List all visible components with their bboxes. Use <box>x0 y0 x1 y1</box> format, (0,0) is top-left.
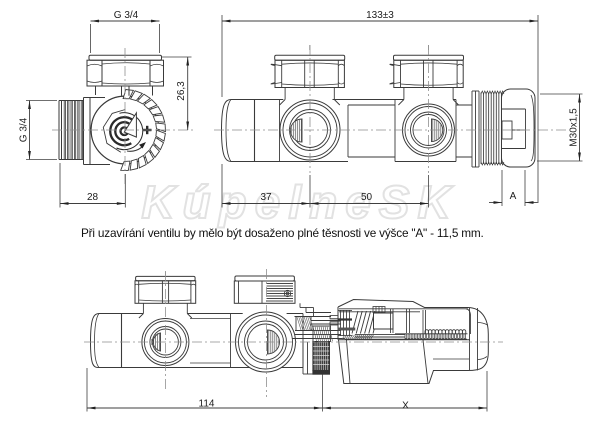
svg-text:X: X <box>402 400 409 411</box>
svg-text:M30x1,5: M30x1,5 <box>569 108 580 147</box>
svg-text:28: 28 <box>87 192 99 203</box>
svg-text:A: A <box>510 191 517 202</box>
svg-text:KúpelneSK: KúpelneSK <box>141 176 458 228</box>
svg-text:G 3/4: G 3/4 <box>114 10 139 21</box>
svg-text:G 3/4: G 3/4 <box>19 117 30 142</box>
svg-text:50: 50 <box>361 192 373 203</box>
svg-text:37: 37 <box>260 192 272 203</box>
svg-text:133±3: 133±3 <box>366 10 394 21</box>
svg-text:26,3: 26,3 <box>176 81 187 101</box>
svg-text:Při uzavírání ventilu by mělo: Při uzavírání ventilu by mělo být dosaže… <box>81 226 484 240</box>
svg-text:114: 114 <box>199 399 215 410</box>
